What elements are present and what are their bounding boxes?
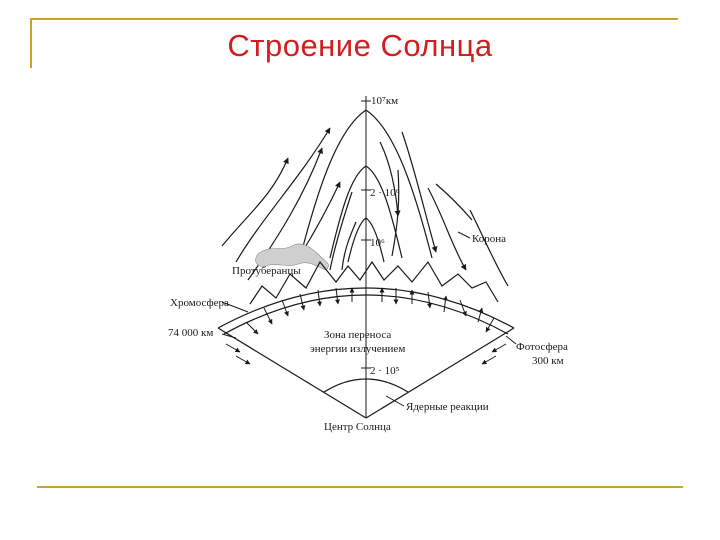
chromosphere-leader bbox=[221, 301, 249, 313]
label-chromosphere-depth: 74 000 км bbox=[168, 327, 213, 339]
core-arc bbox=[323, 378, 409, 393]
label-corona: Корона bbox=[472, 233, 506, 245]
photosphere-arc-inner bbox=[223, 294, 509, 335]
edge-arrows bbox=[225, 343, 507, 365]
corona-loop-outer bbox=[299, 109, 433, 259]
slide-title: Строение Солнца bbox=[227, 28, 493, 63]
corona-line-12 bbox=[379, 141, 401, 217]
label-chromosphere: Хромосфера bbox=[170, 297, 229, 309]
nuclear-leader bbox=[385, 395, 405, 407]
label-radiation-zone-line2: энергии излучением bbox=[310, 343, 405, 355]
frame-top-line bbox=[30, 18, 678, 20]
corona-loop-middle bbox=[329, 165, 403, 259]
photosphere-arc-outer bbox=[217, 287, 515, 329]
frame-left-line bbox=[30, 18, 32, 68]
corona-line-1 bbox=[235, 127, 331, 263]
chromosphere-zigzag bbox=[249, 260, 499, 305]
corona-line-11 bbox=[435, 183, 473, 221]
label-prominences: Протуберанцы bbox=[232, 265, 301, 277]
corona-line-9 bbox=[427, 187, 467, 271]
corona-line-10 bbox=[469, 209, 509, 287]
label-radiation-zone-line1: Зона переноса bbox=[324, 329, 391, 341]
label-photosphere-depth: 300 км bbox=[532, 355, 564, 367]
frame-bottom-line bbox=[37, 486, 683, 488]
label-core-scale: 2 · 10⁵ bbox=[370, 365, 400, 377]
label-scale-2e6: 2 · 10⁶ bbox=[370, 187, 400, 199]
corona-line-5 bbox=[329, 191, 353, 271]
label-scale-1e6: 10⁶ bbox=[370, 237, 385, 249]
corona-line-6 bbox=[341, 221, 357, 271]
label-nuclear-reactions: Ядерные реакции bbox=[406, 401, 489, 413]
corona-line-2 bbox=[221, 157, 289, 247]
photosphere-leader bbox=[505, 335, 517, 345]
corona-leader bbox=[457, 231, 471, 239]
corona-line-8 bbox=[401, 131, 438, 253]
depth-leader bbox=[221, 333, 237, 339]
label-top-scale: 10⁷км bbox=[371, 95, 398, 107]
sector-edge-left bbox=[217, 327, 367, 419]
radiation-arrows bbox=[245, 287, 495, 335]
label-sun-center: Центр Солнца bbox=[324, 421, 391, 433]
label-photosphere: Фотосфера bbox=[516, 341, 568, 353]
corona-loop-inner bbox=[347, 217, 385, 263]
sector-edge-right bbox=[365, 327, 515, 419]
